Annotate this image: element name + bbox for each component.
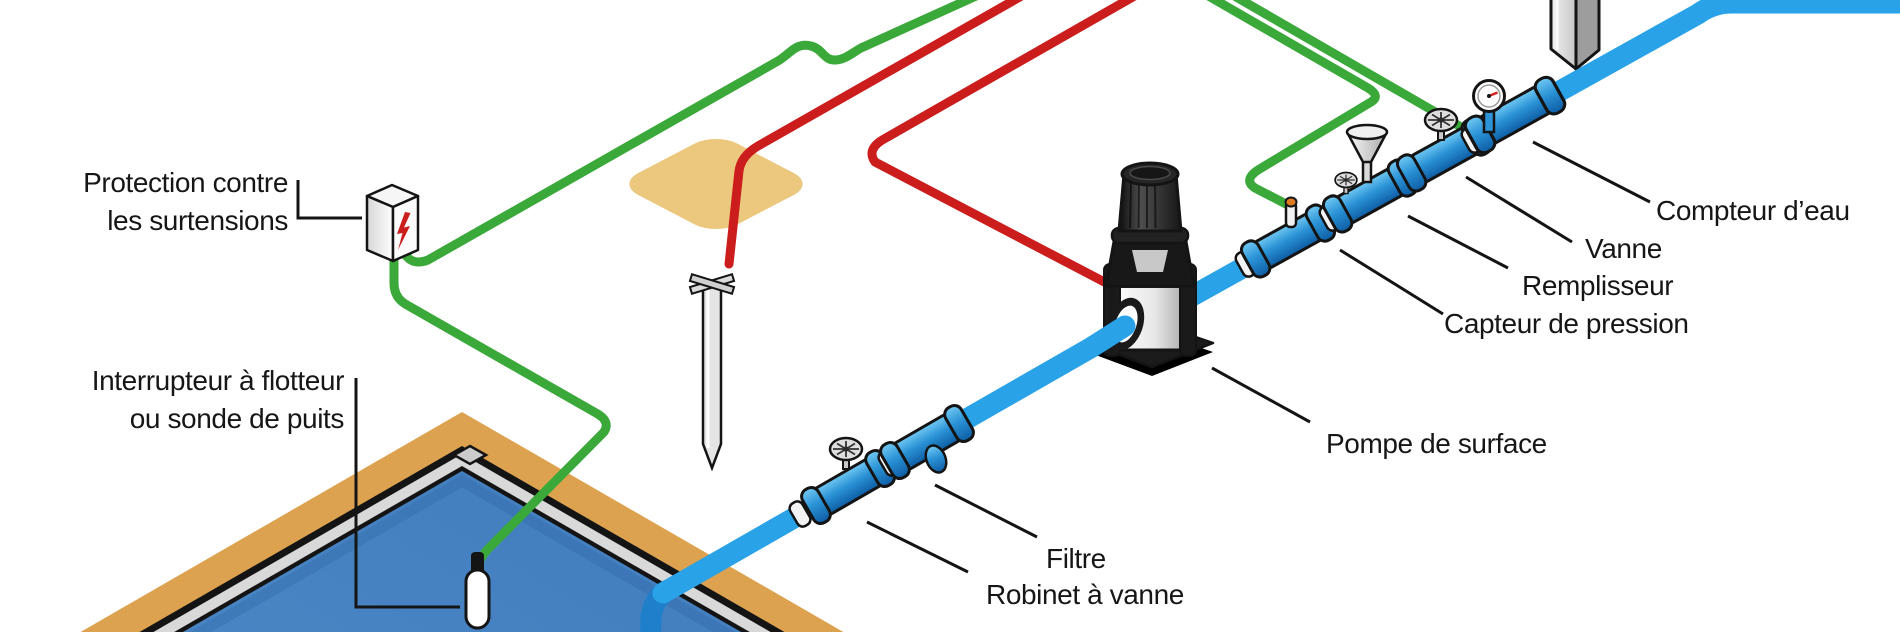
label-surge-protection: Protection contre les surtensions [0, 164, 288, 239]
pool-water [182, 471, 742, 632]
pool [80, 412, 844, 632]
green-wire-to-pressure-sensor [1206, 0, 1380, 209]
water-meter-gauge [1472, 79, 1506, 134]
leader-surface-pump [1211, 366, 1311, 424]
leader-water-meter [1532, 140, 1651, 204]
label-filler: Remplisseur [1522, 270, 1674, 301]
label-surge-protection-line2: les surtensions [107, 204, 288, 236]
green-wire-to-meter [1232, 0, 1473, 136]
float-switch [464, 552, 491, 630]
leader-filter [934, 483, 1038, 539]
pump-collar [1104, 226, 1196, 288]
label-float-switch: Interrupteur à flotteur ou sonde de puit… [0, 362, 345, 437]
ground-rod [688, 272, 736, 472]
filter-fitting [876, 401, 978, 483]
connector-float-switch [354, 378, 460, 609]
float-body [464, 568, 491, 630]
pool-coping [153, 454, 771, 632]
green-wire-surge-to-top [395, 0, 979, 267]
label-water-meter: Compteur d’eau [1656, 195, 1850, 226]
discharge-pipe [1174, 0, 1900, 311]
pressure-sensor-pin [1284, 196, 1298, 229]
surge-protector-box [365, 183, 420, 263]
connector-surge-protection [296, 180, 362, 220]
filler-funnel [1345, 123, 1389, 184]
suction-pipe-stub [1081, 315, 1136, 358]
pump-motor [1117, 161, 1183, 233]
red-wire-to-ground-rod [724, 0, 1024, 269]
label-surface-pump: Pompe de surface [1326, 428, 1547, 459]
label-pressure-sensor: Capteur de pression [1444, 308, 1689, 339]
ground-patch [629, 138, 803, 230]
leader-filler [1407, 214, 1509, 270]
leader-gate-valve [866, 520, 969, 574]
red-wire-to-pump [867, 0, 1137, 291]
pool-skimmer [451, 444, 489, 466]
surface-pump [1081, 161, 1215, 376]
leader-valve [1465, 175, 1573, 244]
label-filter: Filtre [1046, 543, 1106, 574]
label-float-switch-line1: Interrupteur à flotteur [91, 365, 345, 396]
well-casing-post [1549, 0, 1601, 71]
label-float-switch-line2: ou sonde de puits [129, 402, 345, 434]
label-surge-protection-line1: Protection contre [83, 167, 288, 198]
leader-pressure-sensor [1339, 248, 1444, 316]
label-valve: Vanne [1585, 233, 1662, 264]
filter-bowl [924, 444, 948, 474]
label-gate-valve: Robinet à vanne [986, 579, 1184, 610]
lightning-icon [397, 212, 411, 250]
